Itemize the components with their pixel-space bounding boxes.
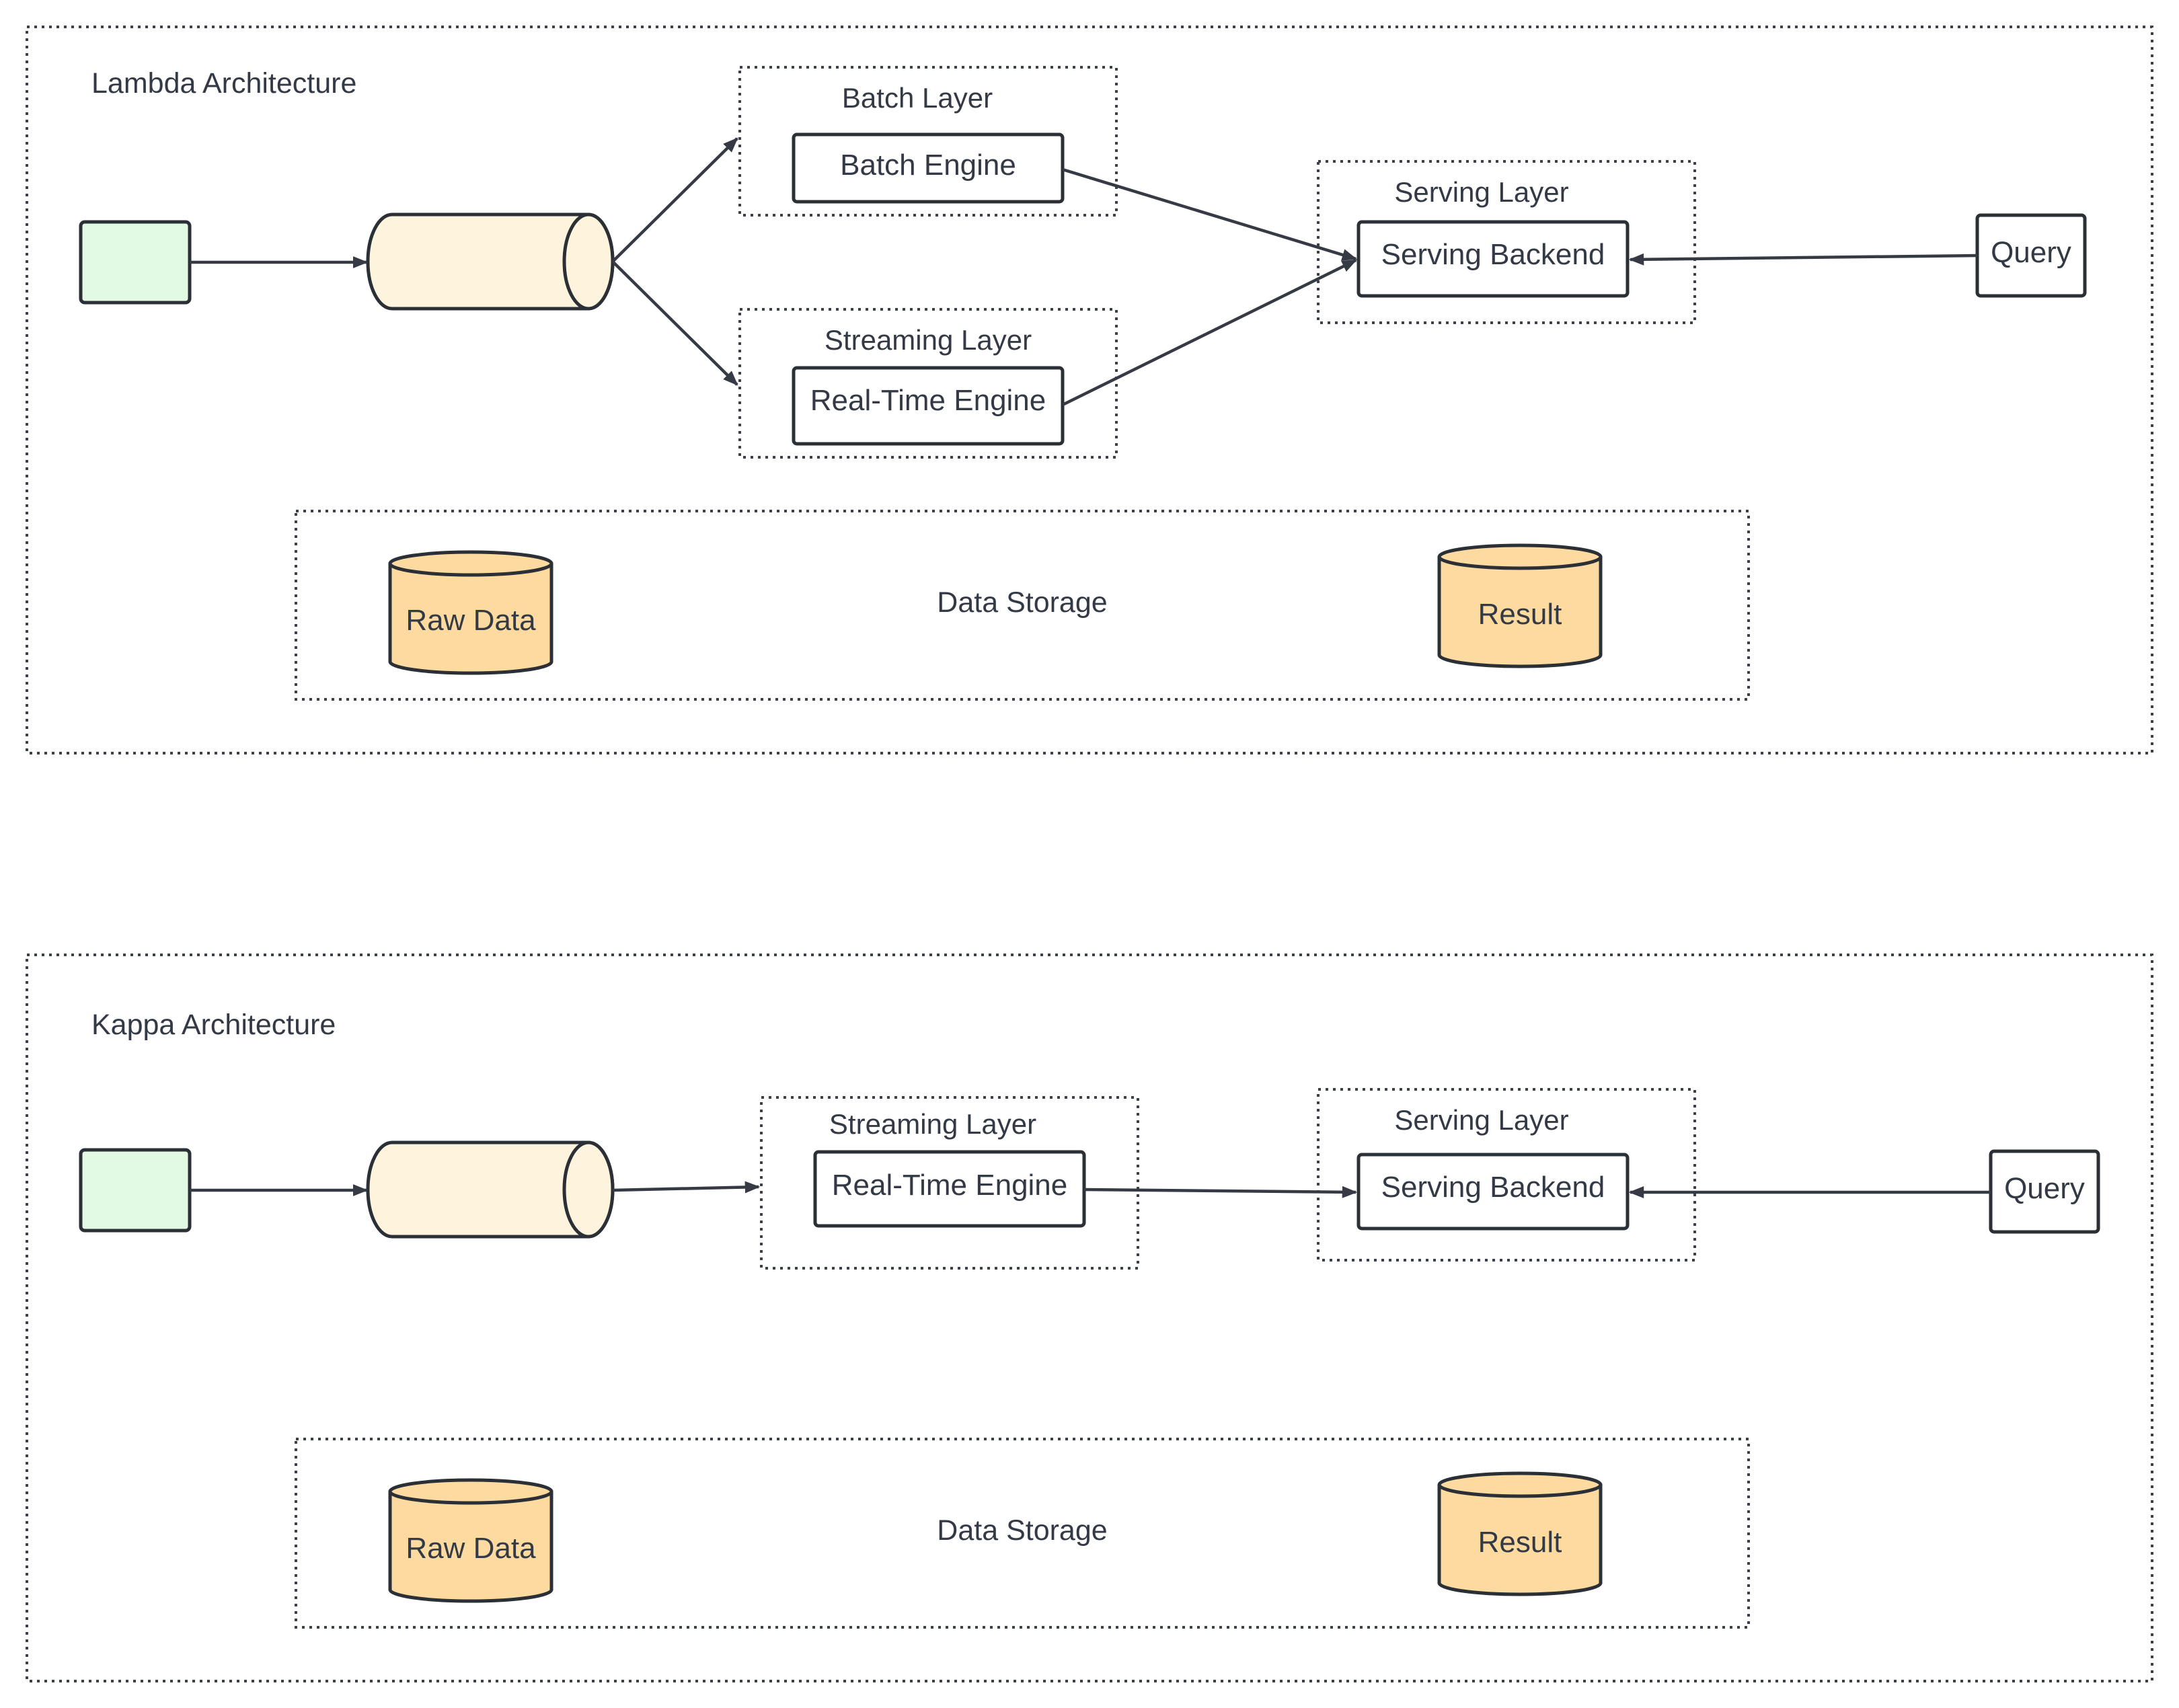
kappa-data-storage: Data Storage Raw Data Result [295, 1438, 1750, 1629]
lambda-batch-layer-frame [738, 66, 1118, 217]
kappa-realtime-engine[interactable] [813, 1150, 1086, 1228]
kappa-data-source[interactable] [79, 1148, 192, 1233]
kappa-frame [26, 954, 2153, 1682]
lambda-serving-layer-frame [1317, 160, 1696, 324]
lambda-data-storage-frame [295, 510, 1750, 701]
lambda-message-queue[interactable] [366, 212, 615, 311]
kappa-streaming-layer: Streaming Layer Real-Time Engine [760, 1096, 1139, 1270]
lambda-streaming-layer: Streaming Layer Real-Time Engine [738, 308, 1118, 459]
lambda-query-label: Query [1991, 236, 2071, 269]
kappa-serving-layer: Serving Layer Serving Backend [1317, 1088, 1696, 1261]
kappa-title: Kappa Architecture [91, 1009, 336, 1041]
kappa-raw-data-db[interactable] [388, 1478, 553, 1603]
lambda-batch-layer-label: Batch Layer [842, 82, 993, 114]
lambda-batch-layer: Batch Layer Batch Engine [738, 66, 1118, 217]
lambda-architecture-section: Lambda Architecture Batch Layer Batch En… [26, 26, 2153, 754]
kappa-query-label: Query [2004, 1172, 2085, 1205]
kappa-message-queue[interactable] [366, 1140, 615, 1239]
lambda-realtime-engine[interactable] [792, 366, 1065, 446]
lambda-serving-layer-label: Serving Layer [1394, 176, 1568, 208]
lambda-serving-layer: Serving Layer Serving Backend [1317, 160, 1696, 324]
kappa-serving-layer-label: Serving Layer [1394, 1104, 1568, 1136]
lambda-batch-engine[interactable] [792, 132, 1065, 204]
lambda-data-source[interactable] [79, 220, 192, 305]
kappa-result-label: Result [1478, 1526, 1562, 1559]
kappa-architecture-section: Kappa Architecture Streaming Layer Real-… [26, 954, 2153, 1682]
lambda-realtime-engine-label: Real-Time Engine [810, 384, 1046, 417]
lambda-edge-query-to-serving [1628, 253, 1978, 266]
kappa-realtime-engine-label: Real-Time Engine [832, 1169, 1068, 1202]
kappa-data-storage-frame [295, 1438, 1750, 1629]
lambda-edge-batch-to-serving [1062, 167, 1358, 261]
lambda-edge-queue-to-streaming [611, 260, 738, 386]
kappa-edge-streaming-to-serving [1083, 1186, 1358, 1198]
lambda-batch-engine-label: Batch Engine [840, 149, 1016, 182]
lambda-edge-queue-to-batch [611, 137, 738, 263]
kappa-result-db[interactable] [1437, 1471, 1603, 1596]
lambda-raw-data-label: Raw Data [406, 604, 536, 637]
lambda-serving-backend-label: Serving Backend [1381, 238, 1605, 271]
lambda-serving-backend[interactable] [1356, 220, 1630, 298]
lambda-raw-data-db[interactable] [388, 550, 553, 675]
lambda-edge-streaming-to-serving [1062, 258, 1358, 407]
kappa-streaming-layer-label: Streaming Layer [829, 1108, 1036, 1140]
kappa-serving-backend-label: Serving Backend [1381, 1171, 1605, 1204]
kappa-edge-queue-to-streaming [612, 1181, 761, 1194]
lambda-streaming-layer-frame [738, 308, 1118, 459]
lambda-data-storage-label: Data Storage [937, 586, 1107, 619]
kappa-serving-backend[interactable] [1356, 1153, 1630, 1231]
lambda-title: Lambda Architecture [91, 67, 356, 100]
lambda-data-storage: Data Storage Raw Data Result [295, 510, 1750, 701]
lambda-result-label: Result [1478, 598, 1562, 631]
lambda-frame [26, 26, 2153, 754]
kappa-data-storage-label: Data Storage [937, 1514, 1107, 1547]
lambda-streaming-layer-label: Streaming Layer [825, 324, 1032, 356]
kappa-raw-data-label: Raw Data [406, 1532, 536, 1565]
lambda-result-db[interactable] [1437, 543, 1603, 668]
